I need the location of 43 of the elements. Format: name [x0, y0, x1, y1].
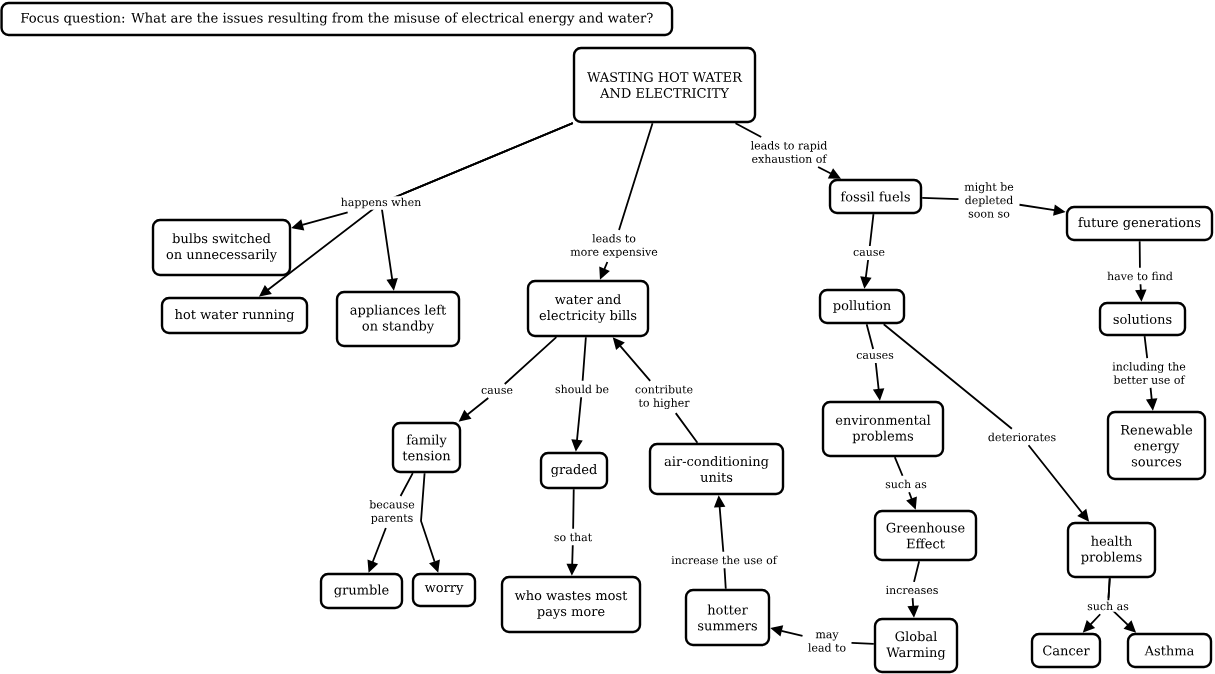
edge-label: have to find	[1105, 270, 1175, 282]
concept-box: hot water running	[160, 296, 309, 335]
concept-box: WASTING HOT WATER AND ELECTRICITY	[572, 46, 757, 124]
concept-box: fossil fuels	[828, 178, 923, 215]
edge-label: may lead to	[805, 630, 849, 654]
edge-label: cause	[479, 386, 515, 396]
concept-box: family tension	[391, 421, 462, 474]
concept-box: worry	[411, 572, 477, 608]
edge-label: cause	[851, 248, 887, 258]
concept-box: solutions	[1098, 301, 1187, 337]
concept-box: hotter summers	[684, 588, 771, 647]
edge-label: leads to rapid exhaustion of	[746, 139, 832, 165]
concept-box: appliances left on standby	[335, 290, 461, 348]
concept-box: graded	[539, 451, 609, 490]
concept-box: pollution	[818, 288, 906, 325]
edge-label: increases	[884, 584, 940, 596]
concept-box: health problems	[1066, 521, 1157, 579]
edge-label: should be	[553, 383, 611, 395]
edge-label: increase the use of	[669, 554, 779, 566]
concept-box: air-conditioning units	[648, 442, 785, 496]
edge-label: contribute to higher	[632, 383, 696, 411]
edge-label: so that	[552, 531, 594, 543]
edge-label: such as	[883, 478, 929, 490]
concept-box: Cancer	[1030, 632, 1102, 669]
concept-box: grumble	[319, 572, 404, 610]
edge-label: leads to more expensive	[567, 232, 661, 260]
edge-label: causes	[854, 351, 896, 361]
concept-box: Global Warming	[873, 617, 959, 674]
edge-label: might be depleted soon so	[961, 180, 1017, 220]
concept-box: who wastes most pays more	[500, 575, 642, 634]
edge-label: deteriorates	[986, 431, 1058, 443]
edge-label: happens when	[339, 196, 423, 210]
concept-box: future generations	[1065, 205, 1214, 242]
concept-box: water and electricity bills	[526, 279, 650, 338]
concept-box: Greenhouse Effect	[873, 509, 978, 562]
edge-label: including the better use of	[1109, 360, 1189, 386]
edge-label: because parents	[367, 498, 417, 526]
concept-box: bulbs switched on unnecessarily	[151, 218, 292, 277]
question-box: Focus question: What are the issues resulting from the misuse of electrical energy and water?	[0, 1, 674, 37]
edge-label: such as	[1085, 600, 1131, 612]
concept-box: environmental problems	[821, 400, 945, 458]
concept-box: Renewable energy sources	[1106, 410, 1207, 481]
concept-box: Asthma	[1126, 632, 1213, 669]
